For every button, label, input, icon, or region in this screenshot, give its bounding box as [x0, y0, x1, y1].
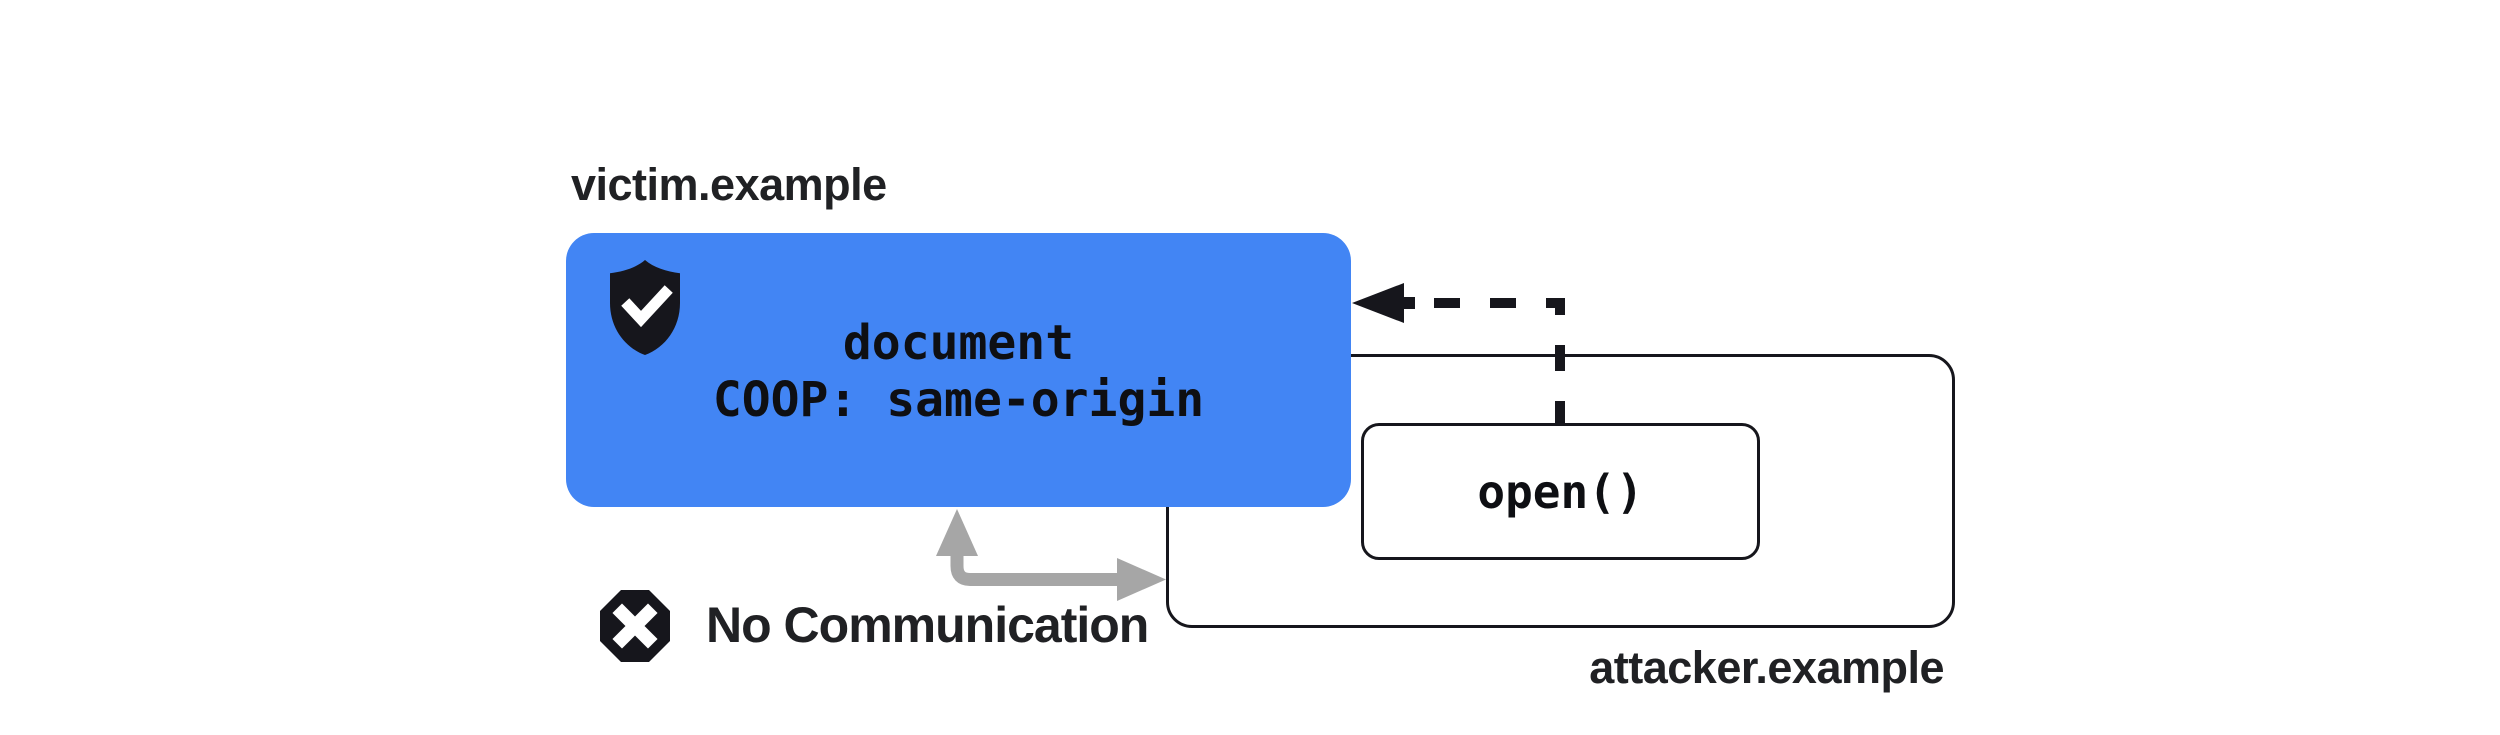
victim-document-box: document COOP: same-origin	[566, 233, 1351, 507]
document-label: document	[842, 314, 1075, 371]
shield-check-icon	[610, 260, 680, 355]
coop-header-label: COOP: same-origin	[712, 371, 1205, 428]
victim-domain-label: victim.example	[571, 159, 887, 210]
victim-document-text: document COOP: same-origin	[566, 233, 1351, 507]
open-call-label: open()	[1477, 464, 1644, 519]
attacker-domain-label: attacker.example	[1589, 642, 1944, 693]
no-communication-label: No Communication	[706, 597, 1149, 653]
blocked-communication-arrow	[936, 509, 1166, 601]
x-octagon-icon	[600, 590, 670, 662]
open-call-box: open()	[1361, 423, 1760, 560]
